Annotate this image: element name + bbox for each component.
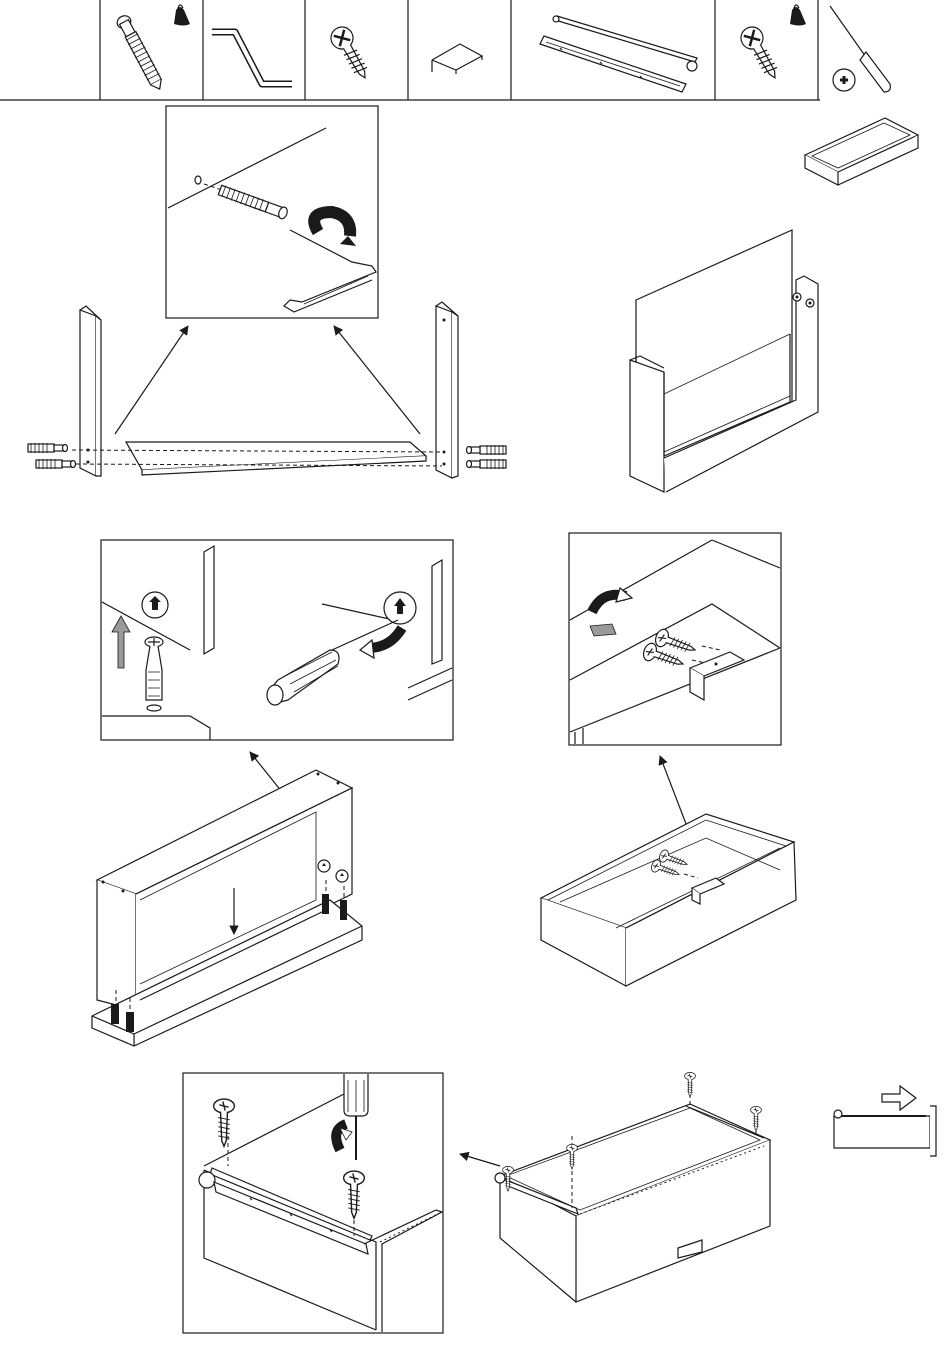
parts-header <box>0 0 890 100</box>
step-4-front-bracket-screws <box>541 533 796 986</box>
allen-key-icon <box>212 32 292 84</box>
detail-box <box>569 533 781 745</box>
step-3-cam-lock-installation <box>92 540 453 1046</box>
step-2-back-panel-insertion <box>630 230 818 492</box>
confirmat-screw-icon <box>115 13 166 92</box>
wood-screw-icon <box>327 23 375 83</box>
drawer-tray-icon <box>805 118 918 185</box>
drawer-rail-icon <box>540 16 697 92</box>
drawer-insert-direction-icon <box>834 1086 936 1156</box>
step-1-bottom-panel-assembly <box>28 106 506 478</box>
bag-icon <box>790 5 806 26</box>
step-5-drawer-runner-attachment <box>183 1072 770 1333</box>
bag-icon <box>174 5 190 26</box>
bracket-icon <box>432 44 482 74</box>
phillips-screwdriver-icon <box>830 6 890 92</box>
arrow-right-icon <box>882 1086 916 1110</box>
wood-screw-icon <box>737 23 785 83</box>
